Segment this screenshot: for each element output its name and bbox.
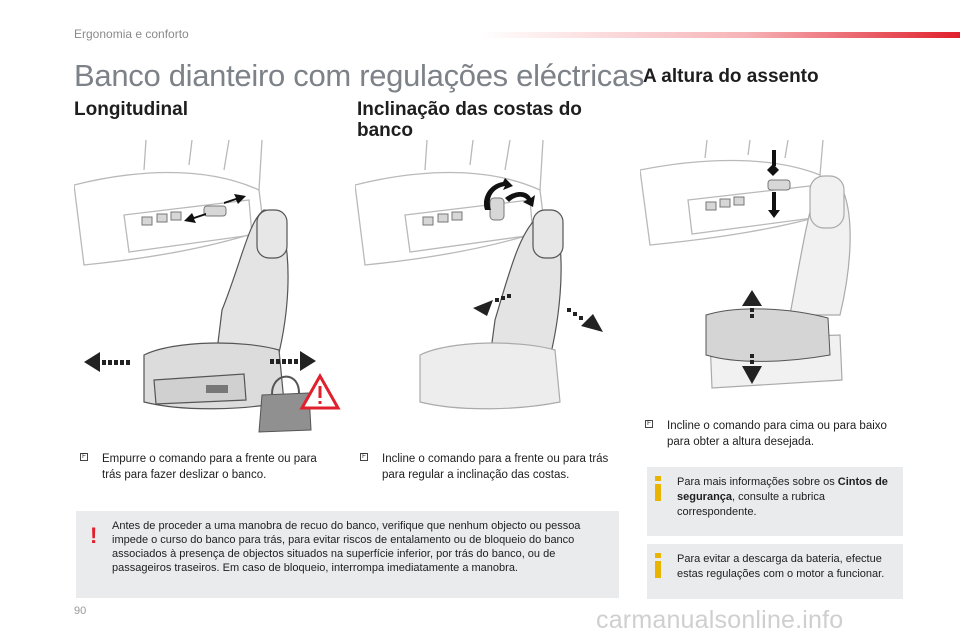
- header-accent-bar: [480, 32, 960, 38]
- info-text: Para mais informações sobre os Cintos de…: [677, 476, 888, 518]
- seat-slide-illustration: [74, 140, 344, 440]
- instruction-altura: F Incline o comando para cima ou para ba…: [645, 418, 910, 450]
- page-title: Banco dianteiro com regulações eléctrica…: [74, 58, 645, 93]
- page-number: 90: [74, 605, 87, 617]
- bullet-marker: F: [360, 453, 368, 461]
- heading-inclinacao: Inclinação das costas do banco: [357, 99, 582, 141]
- seat-height-illustration: [640, 140, 905, 400]
- instruction-text: Incline o comando para cima ou para baix…: [667, 420, 887, 448]
- section-header: Ergonomia e conforto: [74, 27, 189, 41]
- instruction-text: Empurre o comando para a frente ou para …: [102, 453, 317, 481]
- warning-exclamation-icon: !: [90, 523, 98, 548]
- info-note-battery: Para evitar a descarga da bateria, efect…: [647, 544, 903, 599]
- info-icon: [655, 553, 663, 578]
- instruction-text: Incline o comando para a frente ou para …: [382, 453, 609, 481]
- heading-altura: A altura do assento: [643, 66, 819, 87]
- instruction-inclinacao: F Incline o comando para a frente ou par…: [360, 451, 620, 483]
- bullet-marker: F: [80, 453, 88, 461]
- bullet-marker: F: [645, 420, 653, 428]
- warning-text: Antes de proceder a uma manobra de recuo…: [112, 520, 581, 574]
- info-icon: [655, 476, 663, 501]
- instruction-longitudinal: F Empurre o comando para a frente ou par…: [80, 451, 335, 483]
- warning-box: ! Antes de proceder a uma manobra de rec…: [76, 511, 619, 598]
- info-note-seatbelts: Para mais informações sobre os Cintos de…: [647, 467, 903, 536]
- backrest-tilt-illustration: [355, 140, 615, 440]
- info-text: Para evitar a descarga da bateria, efect…: [677, 553, 885, 580]
- watermark: carmanualsonline.info: [596, 606, 844, 634]
- heading-longitudinal: Longitudinal: [74, 99, 188, 120]
